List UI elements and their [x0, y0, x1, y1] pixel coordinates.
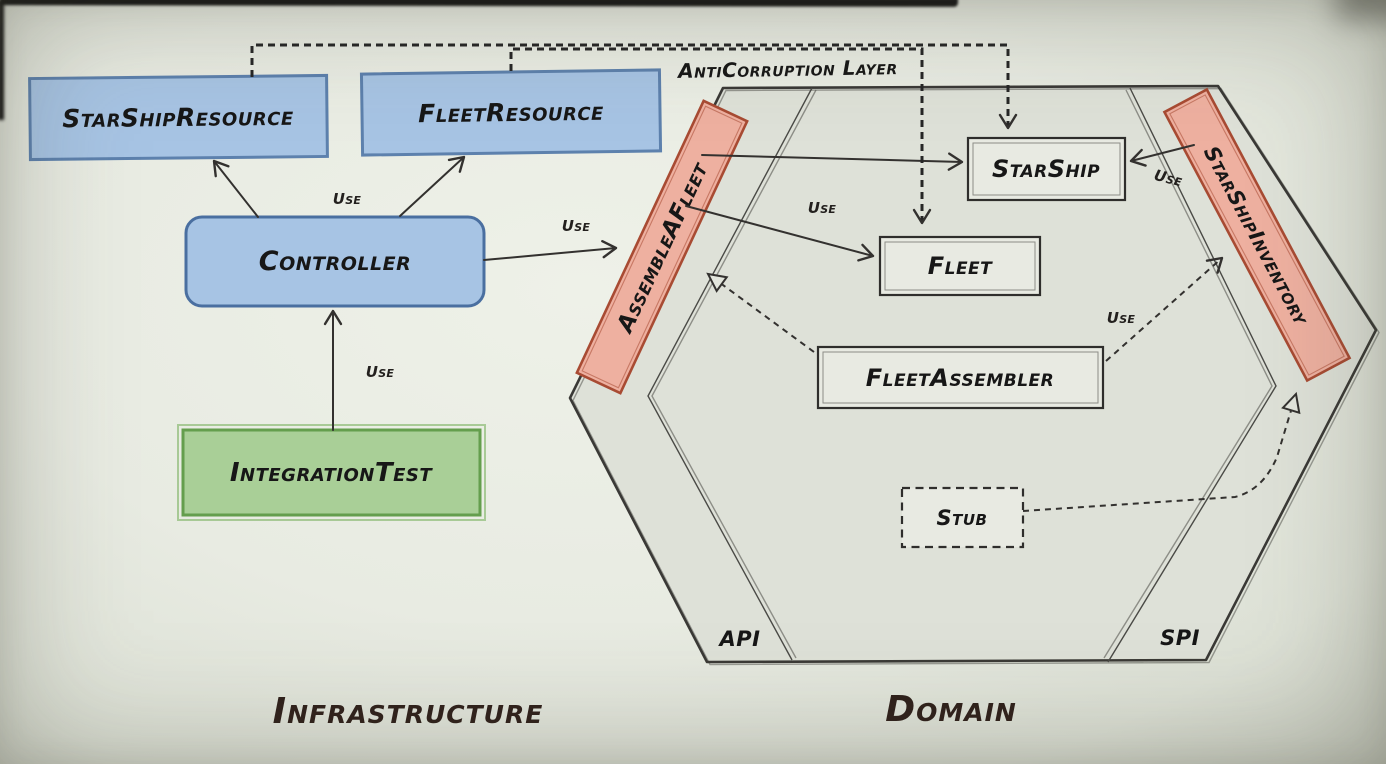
- spi-zone-label: SPI: [1160, 626, 1200, 650]
- edges-dashed: [250, 43, 1301, 512]
- edge-assemble-a-fleet-to-fleet: [685, 205, 875, 262]
- starship-label: StarShip: [992, 155, 1100, 183]
- edge-controller-to-assemble-a-fleet: [483, 240, 618, 261]
- edge-controller-to-starship-resource: [212, 159, 259, 218]
- fleet-assembler-label: FleetAssembler: [866, 364, 1055, 392]
- node-starship: StarShip: [966, 136, 1127, 202]
- fleet-box: [878, 235, 1042, 297]
- edge-label-use-assembler-inventory: Use: [1107, 309, 1136, 327]
- starship-resource-box: [28, 73, 329, 162]
- fleet-assembler-box-sketch: [822, 351, 1099, 404]
- assemble-a-fleet-box: [575, 99, 749, 395]
- controller-label: Controller: [259, 246, 411, 277]
- starship-resource-label: StarShipResource: [62, 102, 294, 133]
- photo-edge-artifact-corner: [1336, 0, 1386, 20]
- spi-band-line-sketch: [1103, 89, 1273, 659]
- integration-test-label: IntegrationTest: [230, 458, 433, 488]
- controller-box: [184, 215, 486, 308]
- starship-inventory-box: [1162, 87, 1352, 383]
- api-band-line-sketch: [651, 89, 817, 659]
- edge-label-use-controller-port: Use: [562, 217, 591, 235]
- edge-acl-starship-resource-to-starship: [250, 43, 1018, 130]
- starship-inventory-box-sketch: [1169, 94, 1345, 376]
- node-fleet-resource: FleetResource: [359, 68, 663, 157]
- node-controller: Controller: [184, 215, 486, 308]
- edge-starship-inventory-to-starship: [1129, 144, 1195, 167]
- api-band-line: [647, 87, 813, 661]
- edge-stub-implements-starship-inventory: [1022, 391, 1301, 512]
- assemble-a-fleet-box-sketch: [581, 105, 743, 389]
- edge-acl-fleet-resource-to-fleet: [509, 47, 932, 225]
- node-starship-resource: StarShipResource: [28, 73, 329, 162]
- starship-box: [966, 136, 1127, 202]
- node-integration-test: IntegrationTest: [177, 424, 486, 521]
- fleet-label: Fleet: [928, 252, 993, 280]
- integration-test-box-sketch: [177, 424, 486, 521]
- spi-band-line: [1107, 87, 1277, 663]
- node-fleet: Fleet: [878, 235, 1042, 297]
- photo-edge-artifact-left: [0, 0, 4, 120]
- starship-box-sketch: [972, 142, 1121, 196]
- integration-test-box: [181, 428, 482, 517]
- stub-label: Stub: [937, 506, 988, 530]
- domain-layer-label: Domain: [885, 689, 1017, 730]
- node-stub: Stub: [900, 486, 1025, 549]
- stub-box: [900, 486, 1025, 549]
- edge-assemble-a-fleet-to-starship: [701, 152, 964, 171]
- fleet-resource-label: FleetResource: [418, 97, 604, 129]
- edge-label-use-port-fleet: Use: [808, 199, 837, 217]
- edge-label-use-controller-resources: Use: [333, 190, 362, 208]
- node-fleet-assembler: FleetAssembler: [816, 345, 1105, 410]
- edge-controller-to-fleet-resource: [399, 155, 466, 217]
- hexagon-outline-sketch: [572, 87, 1380, 666]
- edges-solid: [212, 144, 1195, 431]
- infrastructure-layer-label: Infrastructure: [273, 691, 544, 732]
- diagram-labels: AntiCorruption Layer Use Use Use Use Use…: [273, 55, 1200, 732]
- fleet-assembler-box: [816, 345, 1105, 410]
- api-zone-label: API: [718, 627, 761, 651]
- anticorruption-layer-label: AntiCorruption Layer: [676, 55, 898, 83]
- fleet-box-sketch: [884, 241, 1036, 291]
- edge-label-use-integration-test: Use: [366, 363, 395, 381]
- edge-fleet-assembler-to-starship-inventory: [1105, 256, 1224, 362]
- fleet-resource-box: [359, 68, 663, 157]
